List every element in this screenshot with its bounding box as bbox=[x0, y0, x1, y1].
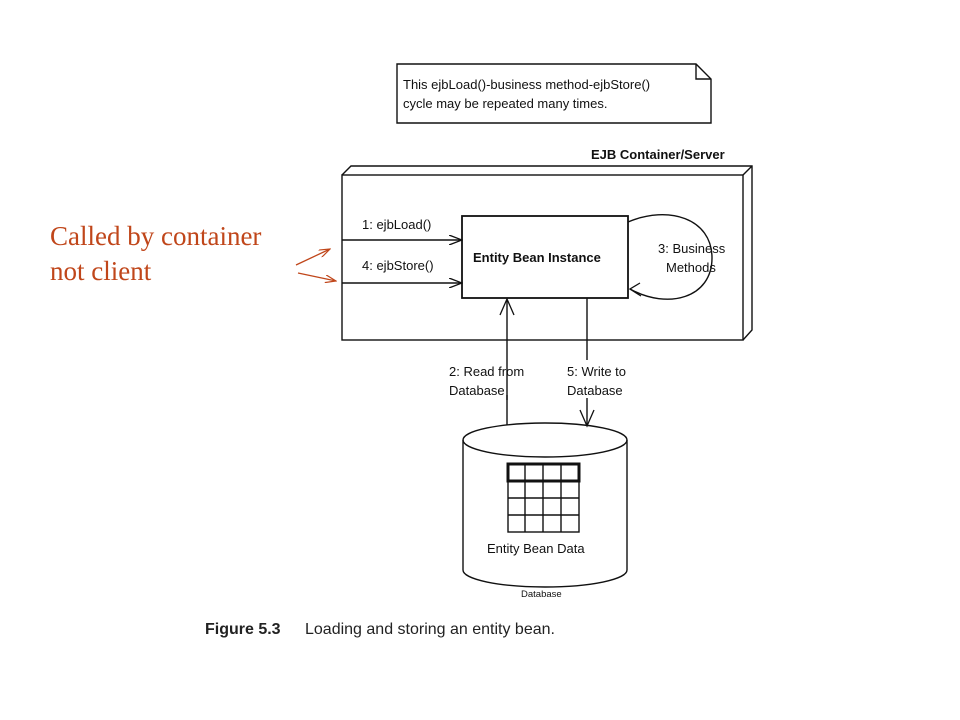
read-label-2: Database bbox=[449, 383, 505, 398]
ejb-container: EJB Container/Server bbox=[341, 147, 753, 341]
business-label-1: 3: Business bbox=[658, 241, 726, 256]
database-label: Database bbox=[521, 589, 562, 600]
annotation-line-1: Called by container bbox=[50, 221, 261, 251]
ejbload-label: 1: ejbLoad() bbox=[362, 217, 431, 232]
caption-text: Loading and storing an entity bean. bbox=[305, 621, 555, 638]
annotation-arrow-load bbox=[295, 249, 330, 266]
business-methods-loop: 3: Business Methods bbox=[627, 214, 726, 300]
ejbstore-call: 4: ejbStore() bbox=[342, 258, 462, 283]
note-box: This ejbLoad()-business method-ejbStore(… bbox=[396, 63, 712, 124]
caption-figure-number: Figure 5.3 bbox=[205, 621, 281, 638]
business-label-2: Methods bbox=[666, 260, 716, 275]
note-line-2: cycle may be repeated many times. bbox=[403, 96, 607, 111]
annotation-line-2: not client bbox=[50, 256, 152, 286]
ejbstore-label: 4: ejbStore() bbox=[362, 258, 434, 273]
write-to-database-flow: 5: Write to Database bbox=[567, 298, 626, 428]
bean-label: Entity Bean Instance bbox=[473, 250, 601, 265]
read-from-database-flow: 2: Read from Database bbox=[449, 297, 524, 425]
read-label-1: 2: Read from bbox=[449, 364, 524, 379]
entity-bean-data-label: Entity Bean Data bbox=[487, 541, 585, 556]
entity-bean-instance: Entity Bean Instance bbox=[461, 215, 629, 299]
write-label-2: Database bbox=[567, 383, 623, 398]
database-cylinder: Entity Bean Data Database bbox=[462, 422, 628, 600]
data-table-icon bbox=[506, 462, 581, 533]
annotation: Called by container not client bbox=[50, 221, 336, 286]
ejbload-call: 1: ejbLoad() bbox=[342, 217, 462, 240]
note-line-1: This ejbLoad()-business method-ejbStore(… bbox=[403, 77, 650, 92]
container-title: EJB Container/Server bbox=[591, 147, 725, 162]
figure-caption: Figure 5.3 Loading and storing an entity… bbox=[205, 621, 555, 638]
write-label-1: 5: Write to bbox=[567, 364, 626, 379]
annotation-arrow-store bbox=[297, 272, 336, 281]
